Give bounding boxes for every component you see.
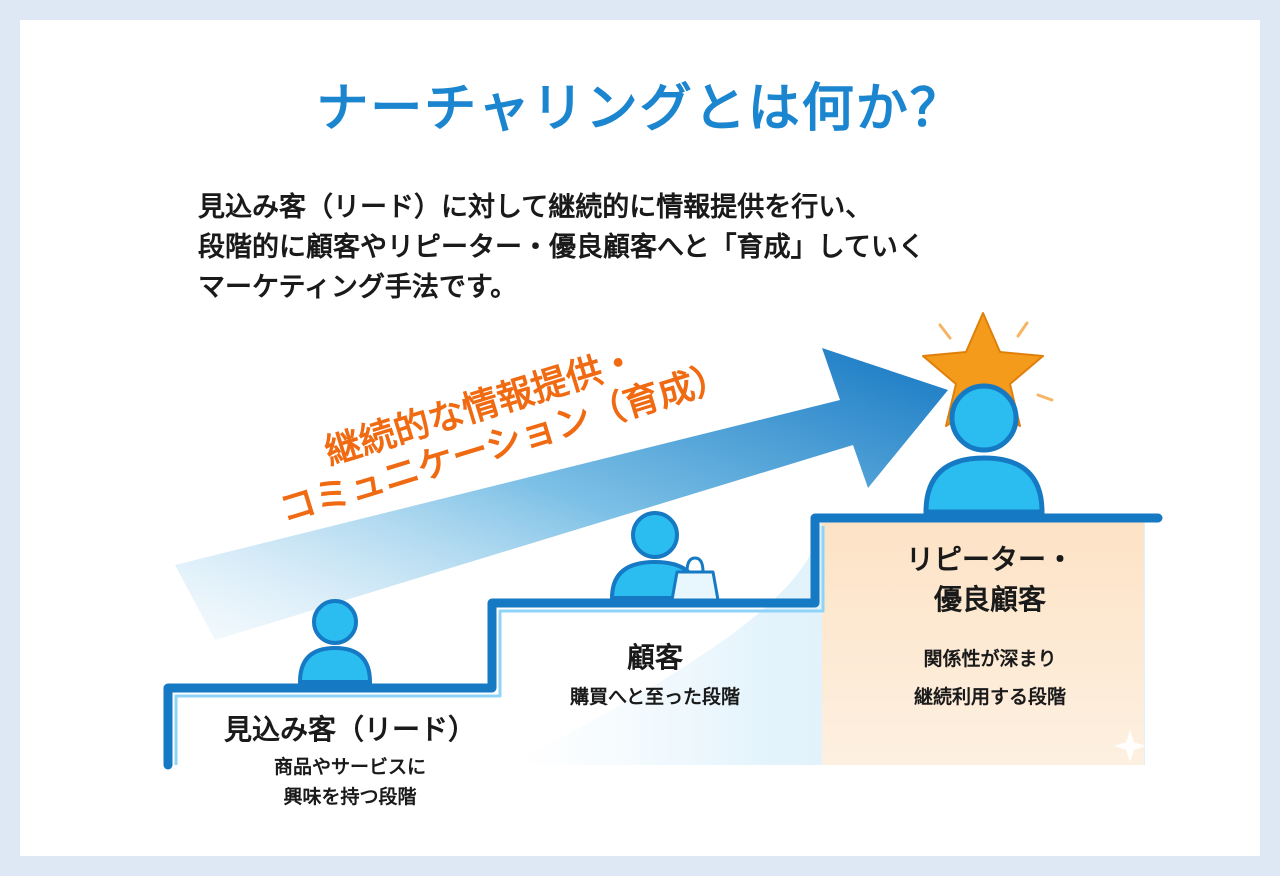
repeater-stage-description: 関係性が深まり 継続利用する段階: [840, 640, 1140, 716]
customer-stage-description-line: 購買へと至った段階: [569, 686, 741, 708]
description-text: 見込み客（リード）に対して継続的に情報提供を行い、 段階的に顧客やリピーター・優…: [198, 188, 1198, 308]
description-line: マーケティング手法です。: [198, 272, 518, 303]
page-title: ナーチャリングとは何か？: [316, 79, 964, 139]
customer-stage-title: 顧客: [626, 641, 683, 674]
repeater-stage-title-line: 優良顧客: [933, 583, 1046, 616]
staircase: [163, 513, 1163, 770]
customer-stage-description: 購買へと至った段階: [505, 682, 805, 712]
description-line: 見込み客（リード）に対して継続的に情報提供を行い、: [198, 192, 873, 223]
repeater-stage-title-line: リピーター・: [905, 543, 1074, 576]
staircase-highlight: [174, 526, 825, 765]
shopping-bag-icon: [670, 556, 720, 602]
repeater-stage-description-line: 関係性が深まり: [923, 648, 1057, 670]
sparkle-rays-icon: [938, 321, 1054, 402]
lead-stage-description-line: 興味を持つ段階: [283, 786, 417, 808]
repeater-stage-title: リピーター・ 優良顧客: [840, 540, 1140, 620]
lead-person-icon: [297, 599, 373, 684]
growth-arrow: [175, 348, 948, 640]
repeater-person-icon: [923, 383, 1045, 515]
lead-stage-title: 見込み客（リード）: [223, 713, 476, 746]
lead-stage-description: 商品やサービスに 興味を持つ段階: [180, 752, 520, 812]
top-stage-background: [822, 522, 1144, 765]
lead-stage-description-line: 商品やサービスに: [273, 756, 426, 778]
description-line: 段階的に顧客やリピーター・優良顧客へと「育成」していく: [198, 232, 925, 263]
repeater-stage-description-line: 継続利用する段階: [913, 686, 1066, 708]
sparkle-icon: [1114, 730, 1146, 762]
